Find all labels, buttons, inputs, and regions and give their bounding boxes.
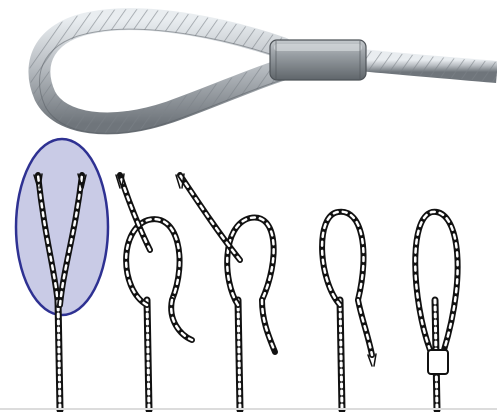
wire-rope-photo [39, 19, 497, 133]
step-2-loop-forming [116, 174, 192, 410]
step-3-tail-wrapped [176, 174, 275, 410]
step-5-ferrule [428, 350, 448, 374]
step-5-ferrule-fitted [415, 212, 457, 410]
step-1-strands-unlaid [16, 139, 108, 410]
bottom-divider [0, 408, 497, 410]
step-4-loop-closing [322, 212, 376, 410]
ferrule [270, 40, 366, 80]
